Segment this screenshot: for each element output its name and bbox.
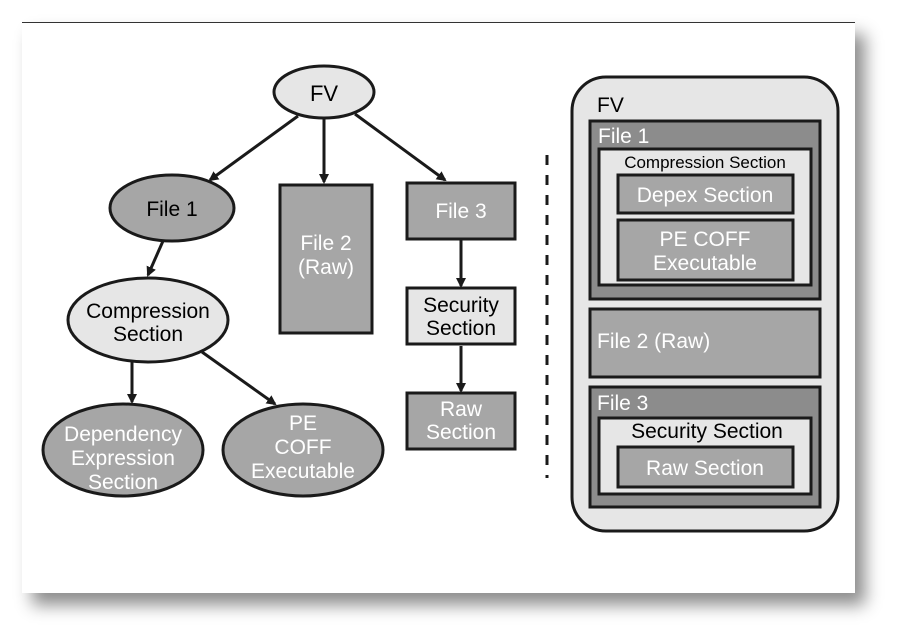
node-file2: File 2 (Raw) <box>278 183 374 335</box>
node-file3: File 3 <box>405 181 517 241</box>
layout-depex-section: Depex Section <box>616 173 795 215</box>
layout-file2-label: File 2 (Raw) <box>597 330 710 353</box>
layout-compression-label: Compression Section <box>624 153 786 172</box>
node-pecoff-label-line3: Executable <box>251 460 355 483</box>
layout-raw-label: Raw Section <box>646 457 764 480</box>
node-dependency-label-line1: Dependency <box>64 423 182 446</box>
layout-raw-section: Raw Section <box>616 445 795 489</box>
node-compression-label-line2: Section <box>113 323 183 346</box>
arrow-file1-to-compression <box>146 240 165 277</box>
node-file2-label-line2: (Raw) <box>298 256 354 279</box>
node-pecoff-label-line1: PE <box>289 412 317 435</box>
node-file1-label: File 1 <box>146 198 197 221</box>
node-file2-label-line1: File 2 <box>300 232 351 255</box>
node-file3-label: File 3 <box>435 200 486 223</box>
layout-pecoff-executable: PE COFF Executable <box>616 218 795 282</box>
node-dependency-label-line3: Section <box>88 471 158 494</box>
layout-pecoff-label-line1: PE COFF <box>659 228 750 251</box>
node-security-label-line1: Security <box>423 294 499 317</box>
node-fv: FV <box>272 64 376 120</box>
node-fv-label: FV <box>310 81 338 106</box>
node-security-label-line2: Section <box>426 317 496 340</box>
layout-security-label: Security Section <box>631 420 783 443</box>
node-raw-section: Raw Section <box>405 391 517 451</box>
node-raw-label-line2: Section <box>426 421 496 444</box>
arrow-fv-to-file3 <box>354 112 447 182</box>
layout-pecoff-label-line2: Executable <box>653 252 757 275</box>
node-compression-label-line1: Compression <box>86 300 210 323</box>
node-file1: File 1 <box>108 173 236 243</box>
tree-arrows <box>127 112 466 406</box>
layout-file2-raw: File 2 (Raw) <box>588 307 822 379</box>
arrow-fv-to-file1 <box>208 114 299 182</box>
layout-depex-label: Depex Section <box>637 184 774 207</box>
node-security-section: Security Section <box>405 286 517 346</box>
node-compression-section: Compression Section <box>66 276 230 364</box>
node-raw-label-line1: Raw <box>440 398 483 421</box>
node-pecoff-label-line2: COFF <box>274 436 331 459</box>
node-pe-coff-executable: PE COFF Executable <box>221 402 385 498</box>
arrow-compression-to-pecoff <box>201 350 277 406</box>
layout-fv-label: FV <box>597 94 624 117</box>
node-dependency-expression-section: Dependency Expression Section <box>41 402 205 498</box>
layout-file1-label: File 1 <box>598 125 649 148</box>
node-dependency-label-line2: Expression <box>71 447 175 470</box>
layout-file3-label: File 3 <box>597 392 648 415</box>
